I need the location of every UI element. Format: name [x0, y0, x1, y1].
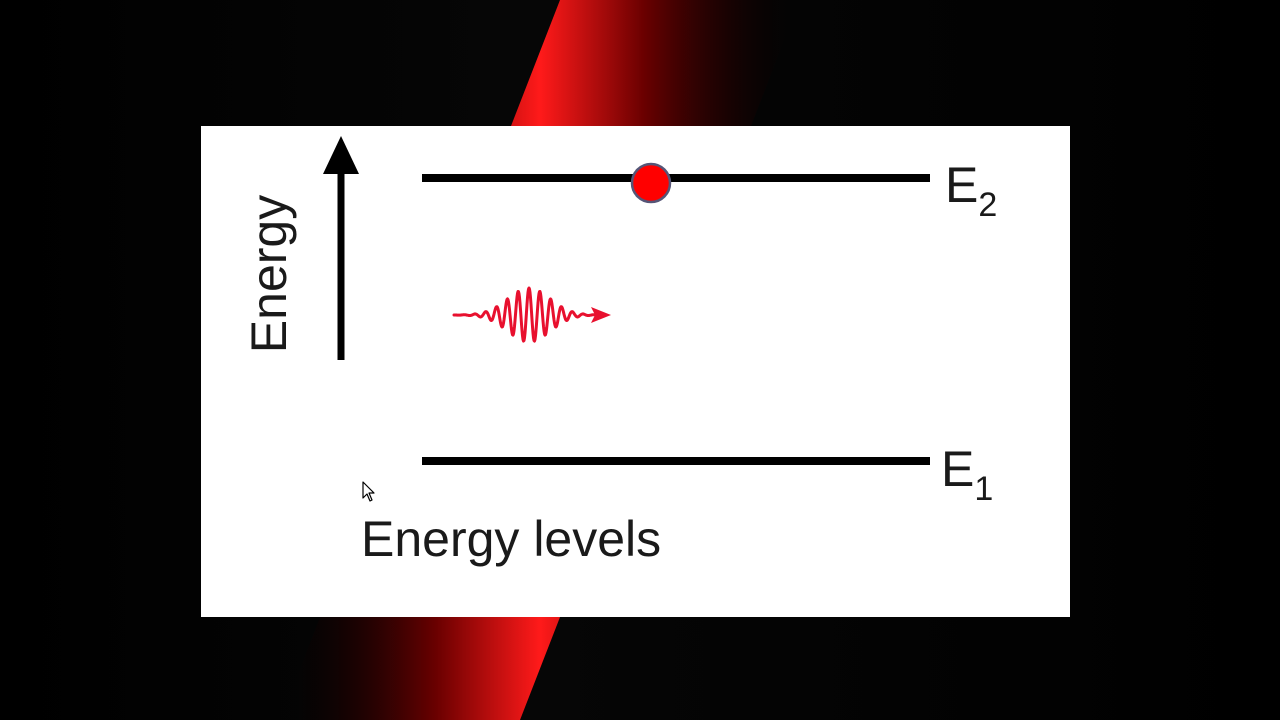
mouse-cursor-icon — [362, 481, 375, 502]
energy-axis-arrow — [323, 136, 359, 360]
electron-dot-icon — [630, 162, 672, 204]
diagram-panel: Energy E2 E1 Energy levels — [201, 126, 1070, 617]
energy-axis-label-text: Energy — [241, 194, 297, 354]
lower-level-label: E1 — [941, 444, 993, 506]
lower-level-subscript: 1 — [974, 470, 994, 508]
wave-packet-arrow-icon — [452, 286, 611, 343]
upper-level-label: E2 — [945, 160, 997, 222]
upper-level-symbol: E — [945, 157, 979, 213]
upper-level-subscript: 2 — [978, 186, 998, 224]
lower-level-symbol: E — [941, 441, 975, 497]
energy-level-diagram — [323, 136, 930, 465]
diagram-caption: Energy levels — [361, 511, 662, 567]
